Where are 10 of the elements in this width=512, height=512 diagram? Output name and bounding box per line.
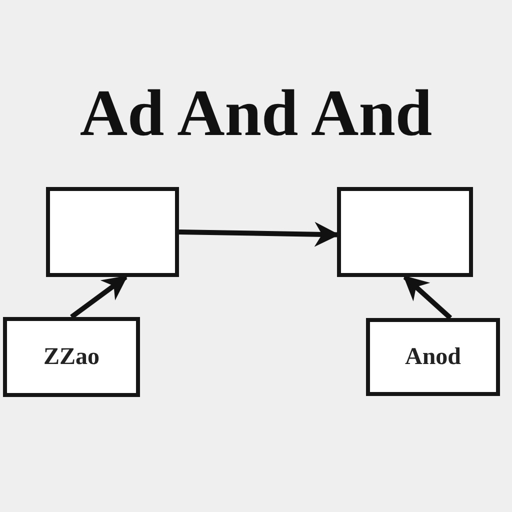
arrow: [70, 274, 128, 320]
label-box: [3, 317, 140, 397]
arrow: [403, 275, 452, 320]
title: Ad And And: [78, 76, 434, 152]
empty-box: [46, 187, 179, 277]
node-label: ZZao: [43, 344, 100, 370]
label-box: [366, 318, 500, 396]
arrow: [178, 222, 340, 247]
empty-box: [337, 187, 473, 277]
node-label: Anod: [404, 344, 462, 370]
